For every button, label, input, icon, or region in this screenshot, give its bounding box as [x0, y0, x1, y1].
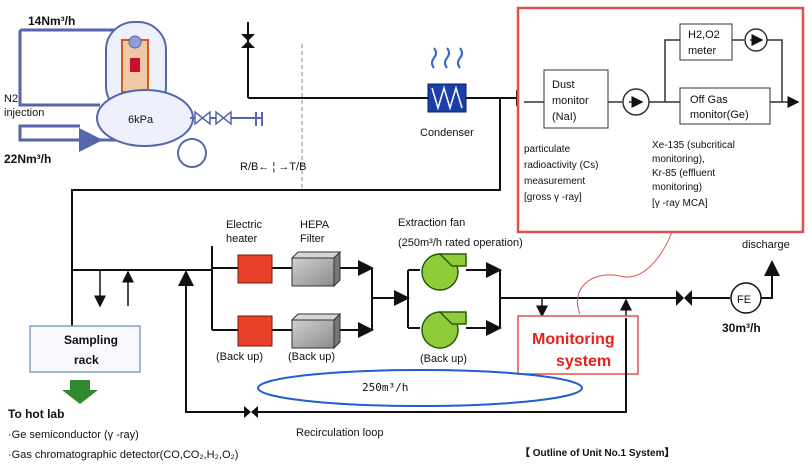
monitoring-system-label-2: system [556, 353, 611, 370]
heater-label-2: heater [226, 233, 258, 245]
outlet-valve-icon [676, 290, 692, 306]
flow-element-label: FE [737, 294, 751, 306]
hepa-label-1: HEPA [300, 219, 330, 231]
n2-label-1: N2 [4, 93, 18, 105]
isolation-valves [190, 110, 263, 126]
panel-branch [664, 39, 680, 102]
dust-label-2: monitor [552, 95, 589, 107]
hepa-backup-label: (Back up) [288, 351, 335, 363]
inlet-lines [18, 28, 150, 152]
fan-backup-label: (Back up) [420, 353, 467, 365]
xe-kr-line-1: Xe-135 (subcritical [652, 140, 735, 151]
recirc-pipe [252, 318, 627, 413]
h2o2-meter-box [679, 23, 733, 61]
dust-label-1: Dust [552, 79, 575, 91]
hot-lab-item-2: ·Gas chromatographic detector(CO,CO₂,H₂,… [8, 449, 238, 461]
discharge-pipe [761, 260, 780, 299]
recirc-valve-icon [244, 406, 258, 418]
sampling-rack-box [29, 325, 141, 373]
down-arrow-icon [62, 380, 98, 404]
extraction-fan-icon [421, 253, 467, 291]
fan-label-2: (250m³/h rated operation) [398, 237, 523, 249]
recirc-flow: 250m³/h [362, 381, 408, 394]
condenser-icon [427, 47, 467, 113]
particulate-line-4: [gross γ -ray] [524, 192, 582, 203]
particulate-line-3: measurement [524, 176, 585, 187]
dust-monitor-box [543, 69, 609, 129]
particulate-line-2: radioactivity (Cs) [524, 160, 598, 171]
hot-lab-item-1: ·Ge semiconductor (γ -ray) [8, 429, 139, 441]
sampling-label-2: rack [74, 353, 99, 367]
xe-kr-line-4: monitoring) [652, 182, 702, 193]
inlet-flow-top: 14Nm³/h [28, 14, 75, 28]
sampling-label-1: Sampling [64, 333, 118, 347]
callout-curve [576, 231, 673, 315]
heater-label-1: Electric [226, 219, 263, 231]
offgas-label-1: Off Gas [690, 94, 728, 106]
condenser-label: Condenser [420, 127, 474, 139]
boundary-label: R/B← ¦ →T/B [240, 161, 306, 173]
vent-valve-icon [241, 22, 255, 98]
hepa-label-2: Filter [300, 233, 325, 245]
return-pipe [71, 98, 501, 326]
inlet-flow-bottom: 22Nm³/h [4, 152, 51, 166]
xe-kr-line-2: monitoring), [652, 154, 705, 165]
reactor-vessel [96, 21, 207, 168]
monitoring-system-box [517, 315, 639, 375]
vessel-pressure: 6kPa [128, 114, 154, 126]
figure-caption: 【 Outline of Unit No.1 System】 [520, 446, 674, 459]
fan-label-1: Extraction fan [398, 217, 465, 229]
parallel-trains [211, 246, 502, 338]
offgas-label-2: monitor(Ge) [690, 109, 749, 121]
heater-backup-label: (Back up) [216, 351, 263, 363]
h2o2-label-2: meter [688, 45, 716, 57]
electric-heater-icon [237, 254, 273, 284]
n2-label-2: injection [4, 107, 44, 119]
offgas-monitor-box [679, 87, 771, 125]
recirc-label: Recirculation loop [296, 427, 383, 439]
h2o2-label-1: H2,O2 [688, 29, 720, 41]
dust-label-3: (NaI) [552, 111, 576, 123]
xe-kr-line-3: Kr-85 (effluent [652, 168, 715, 179]
backup-heater-icon [237, 315, 273, 347]
backup-hepa-filter-icon [290, 312, 342, 350]
particulate-line-1: particulate [524, 144, 571, 155]
xe-kr-line-5: [γ -ray MCA] [652, 198, 708, 209]
discharge-label: discharge [742, 239, 790, 251]
discharge-flow: 30m³/h [722, 321, 761, 335]
hepa-filter-icon [290, 250, 342, 288]
backup-extraction-fan-icon [421, 311, 467, 349]
hot-lab-title: To hot lab [8, 407, 64, 421]
recirc-flow-loop [257, 369, 583, 407]
monitoring-system-label-1: Monitoring [532, 331, 615, 348]
recirc-return [178, 270, 244, 413]
